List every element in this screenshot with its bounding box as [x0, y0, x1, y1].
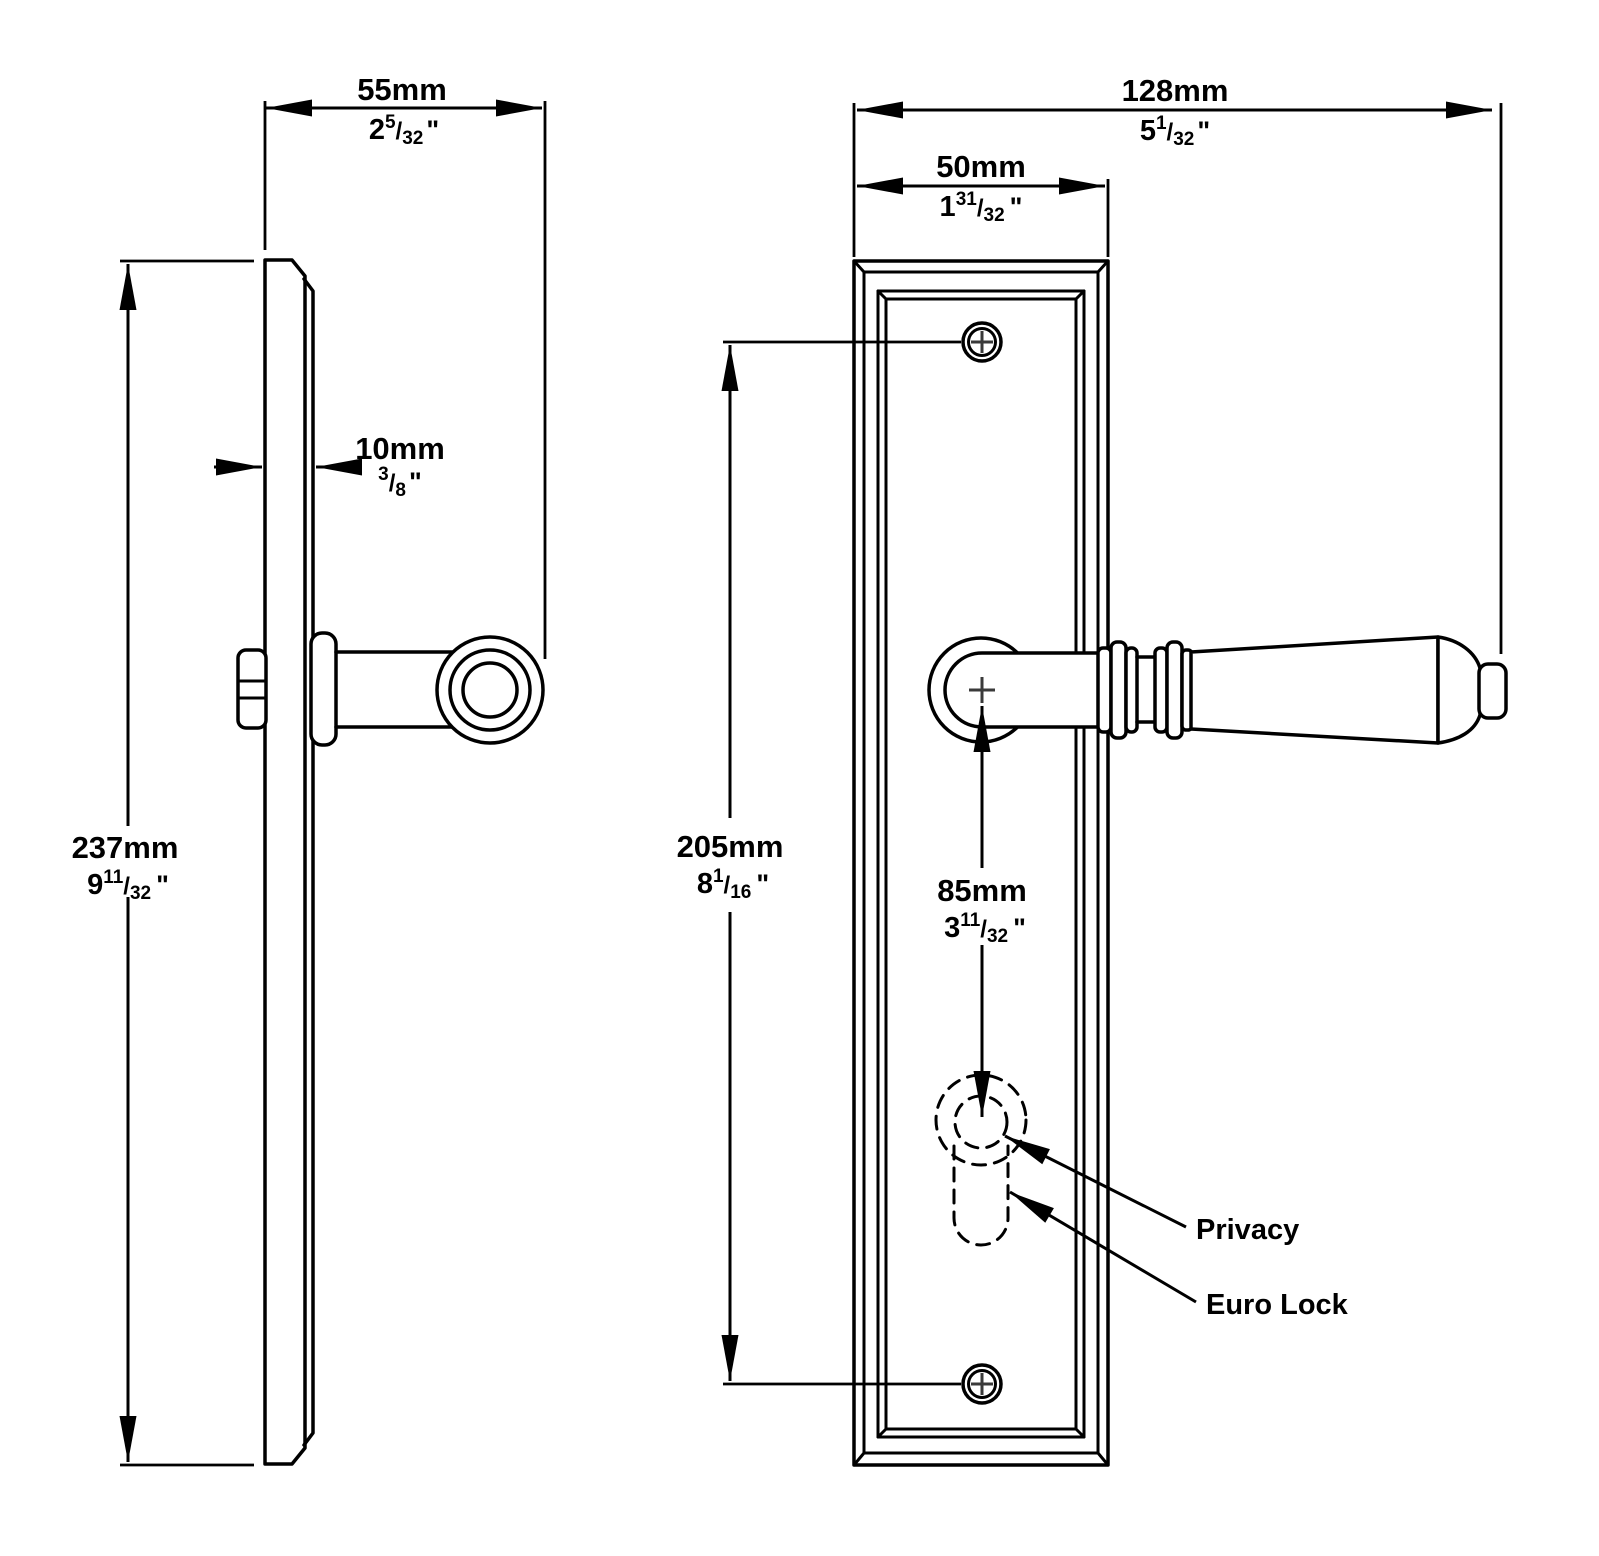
dim-mm-text: 205mm — [677, 829, 784, 864]
lever-collar-ring — [1109, 640, 1128, 740]
front-plate-bevel-rect — [862, 270, 1100, 1455]
extension-line — [263, 101, 547, 659]
dim-lock-centre: 85mm 311/32" — [937, 706, 1027, 1117]
bottom-screw-inner — [967, 1369, 997, 1399]
lever-grip — [1189, 635, 1440, 745]
side-view — [236, 258, 545, 1466]
privacy-label: Privacy — [1196, 1214, 1299, 1246]
side-spindle-block — [236, 648, 268, 730]
side-plate-front-edge — [302, 277, 315, 1447]
dim-side-depth: 55mm 25/32" — [263, 72, 547, 659]
dim-inch-text: 51/32" — [1140, 113, 1210, 150]
bottom-screw-phillips-icon — [971, 1373, 993, 1395]
front-view — [852, 259, 1508, 1467]
side-knob-middle-circle — [448, 648, 532, 732]
dimensions: 55mm 25/32" 10mm 3/8" 237mm 911/32" 128m… — [72, 72, 1503, 1467]
callout-euro-lock: Euro Lock — [1009, 1190, 1349, 1321]
dim-inch-text: 911/32" — [87, 867, 169, 904]
leader-line — [1004, 1134, 1187, 1229]
dim-screw-centres: 205mm 81/16" — [677, 340, 961, 1386]
dim-inch-text: 311/32" — [944, 910, 1026, 947]
dim-mm-text: 50mm — [936, 149, 1026, 184]
dim-inch-text: 3/8" — [378, 464, 422, 501]
top-screw — [961, 321, 1003, 363]
front-plate-outer-miters — [852, 259, 1110, 1467]
top-screw-inner — [967, 327, 997, 357]
dim-plate-width: 50mm 131/32" — [857, 149, 1110, 257]
side-plate-body — [263, 258, 307, 1466]
dim-mm-text: 10mm — [355, 431, 445, 466]
callout-privacy: Privacy — [1004, 1134, 1299, 1246]
dim-inch-text: 81/16" — [697, 866, 769, 903]
lever-end-button — [1477, 662, 1508, 720]
leader-line — [1009, 1190, 1197, 1304]
front-lever-handle — [927, 635, 1508, 745]
front-panel-outer-rect — [876, 289, 1086, 1439]
lever-collar-ring — [1165, 640, 1184, 740]
dim-side-height: 237mm 911/32" — [72, 259, 254, 1467]
side-knob-outer-circle — [435, 635, 545, 745]
lever-collar-ring — [1153, 646, 1169, 734]
lever-collar-ring — [1124, 646, 1139, 734]
dim-inch-text: 25/32" — [369, 112, 439, 149]
front-panel-miters — [876, 289, 1086, 1439]
lever-collar-ring — [1096, 646, 1113, 734]
extension-line — [852, 103, 1503, 654]
dim-mm-text: 55mm — [357, 72, 447, 107]
dim-inch-text: 131/32" — [940, 189, 1023, 226]
lever-grip-shoulder — [1436, 635, 1482, 745]
top-screw-phillips-icon — [971, 331, 993, 353]
side-spindle-lines — [236, 679, 268, 700]
side-handle-collar — [309, 631, 338, 747]
side-handle-neck — [334, 650, 454, 729]
dim-mm-text: 237mm — [72, 830, 179, 865]
euro-slot-outline — [952, 1144, 1010, 1247]
lever-neck — [1135, 655, 1157, 724]
dim-side-thickness: 10mm 3/8" — [214, 431, 445, 501]
lever-centre-mark — [969, 677, 995, 703]
side-knob-inner-circle — [461, 661, 519, 719]
dim-mm-text: 85mm — [937, 873, 1027, 908]
euro-lock-label: Euro Lock — [1206, 1289, 1349, 1321]
dim-mm-text: 128mm — [1122, 73, 1229, 108]
bottom-screw — [961, 1363, 1003, 1405]
extension-line — [120, 259, 254, 1467]
front-panel-inner-rect — [884, 297, 1078, 1431]
extension-line — [723, 340, 961, 1386]
dim-front-width: 128mm 51/32" — [852, 73, 1503, 654]
lever-hub — [943, 651, 1102, 729]
